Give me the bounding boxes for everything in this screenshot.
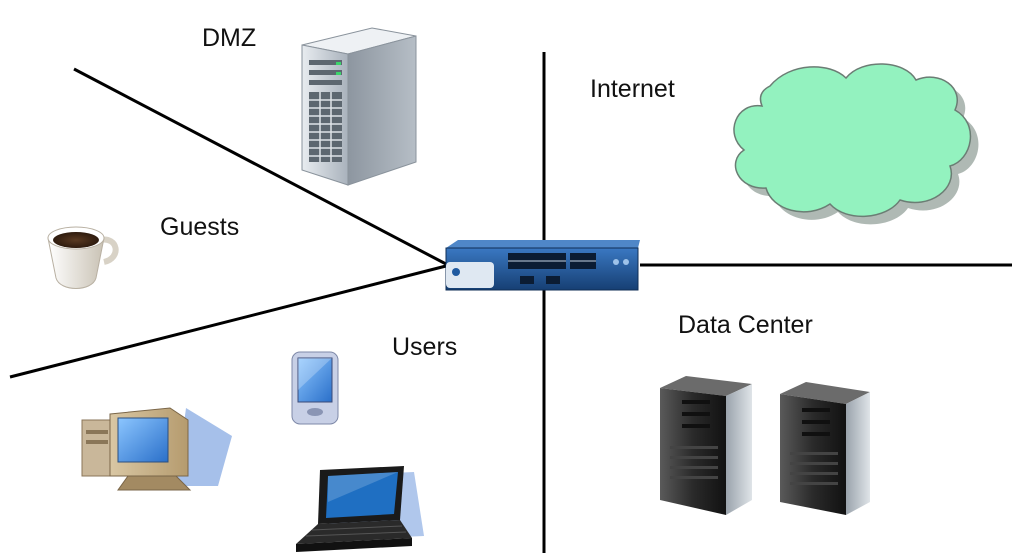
guests-users-divider-line — [9, 264, 447, 379]
zone-label-guests: Guests — [160, 213, 239, 241]
zone-label-internet: Internet — [590, 75, 675, 103]
pda-icon — [291, 351, 339, 425]
zone-label-dmz: DMZ — [202, 24, 256, 52]
tower-server-icon — [660, 376, 752, 515]
cloud-icon — [733, 63, 979, 225]
coffee-cup-icon — [47, 226, 119, 289]
zone-label-data-center: Data Center — [678, 311, 813, 339]
firewall-appliance-icon — [445, 240, 640, 291]
rack-server-icon — [301, 27, 417, 186]
desktop-computer-icon — [81, 407, 232, 491]
tower-server-icon — [780, 382, 870, 515]
zone-label-users: Users — [392, 333, 457, 361]
connection-lines — [9, 52, 1012, 553]
laptop-icon — [296, 466, 424, 552]
dmz-guests-divider-line — [73, 67, 447, 266]
